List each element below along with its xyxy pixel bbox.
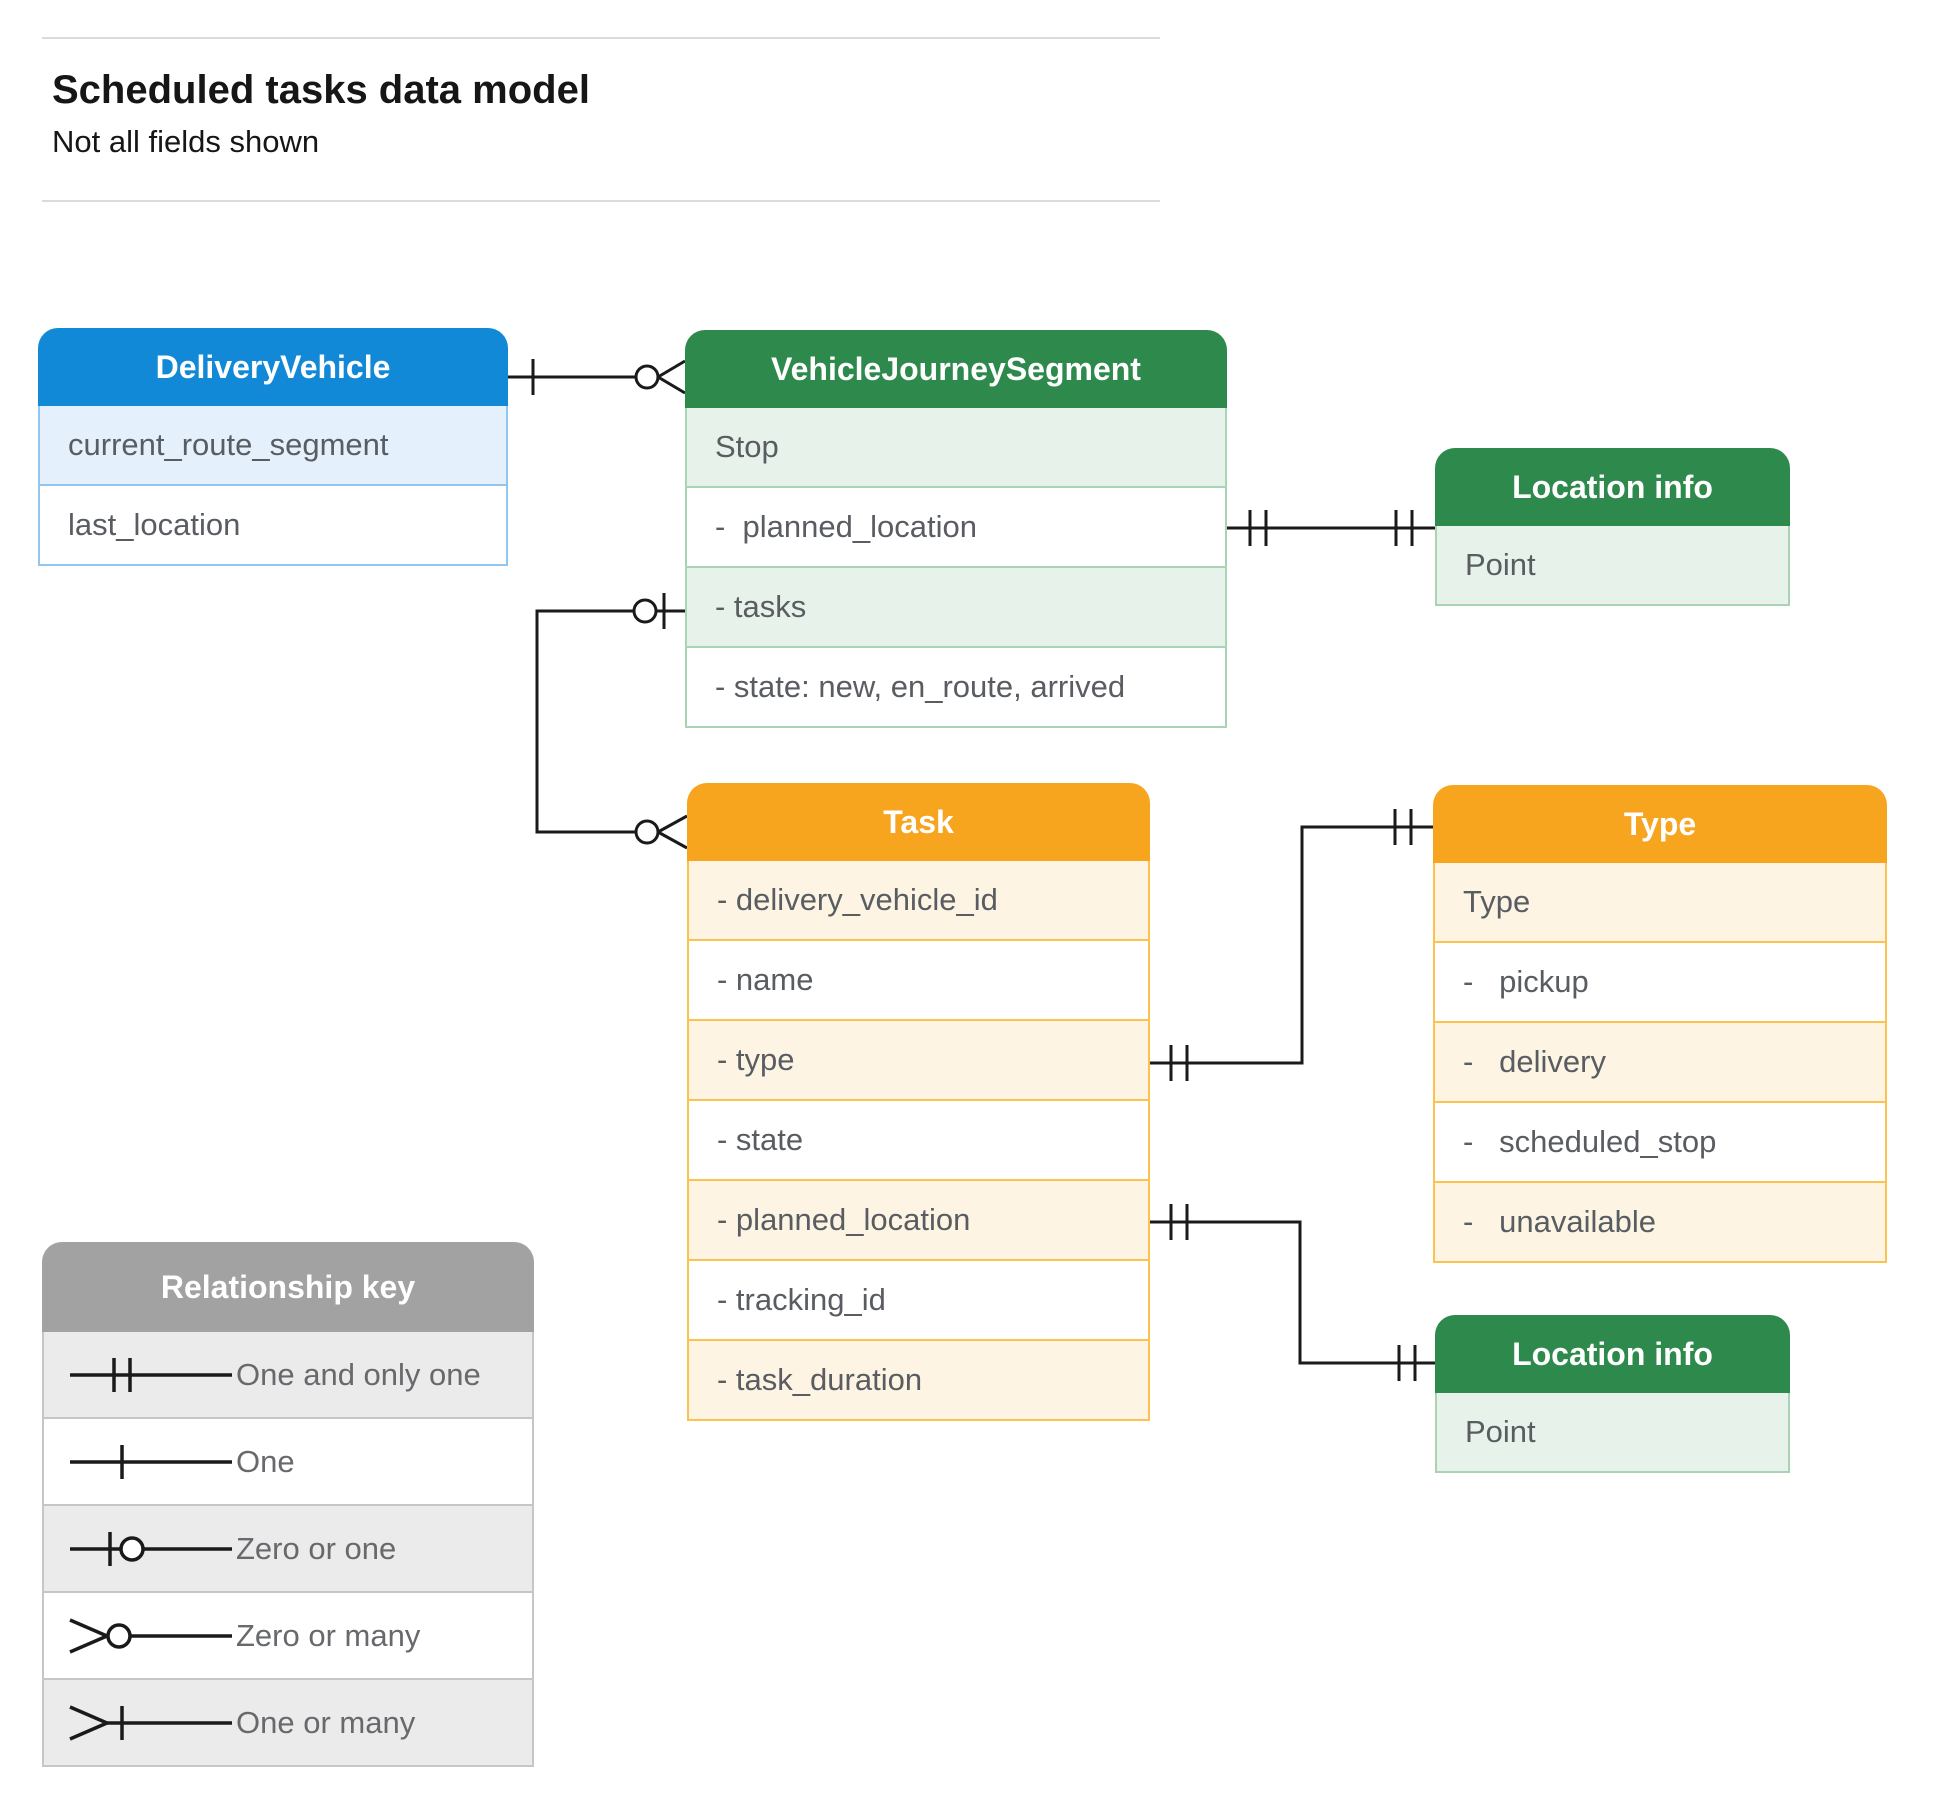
- legend-label: One and only one: [236, 1356, 481, 1392]
- task-row-state: - state: [689, 1099, 1148, 1179]
- type-row-scheduled-stop: - scheduled_stop: [1435, 1101, 1885, 1181]
- page-title: Scheduled tasks data model: [52, 68, 590, 112]
- legend-label: Zero or one: [236, 1530, 397, 1566]
- top-divider: [42, 37, 1160, 39]
- locationinfo-top-row-point: Point: [1437, 526, 1788, 604]
- legend-label: Zero or many: [236, 1617, 421, 1653]
- connector-deliveryvehicle-to-vehiclejourneysegment: [508, 359, 686, 395]
- task-row-planned-location: - planned_location: [689, 1179, 1148, 1259]
- bottom-divider: [42, 200, 1160, 202]
- relationship-key: Relationship key One and only one One: [42, 1242, 534, 1767]
- relationship-key-header: Relationship key: [42, 1242, 534, 1332]
- entity-task: Task - delivery_vehicle_id - name - type…: [687, 783, 1150, 1421]
- legend-item-one-and-only-one: One and only one: [44, 1332, 532, 1417]
- vjs-row-tasks: - tasks: [687, 566, 1225, 646]
- task-row-type: - type: [689, 1019, 1148, 1099]
- entity-vehicle-journey-segment: VehicleJourneySegment Stop - planned_loc…: [685, 330, 1227, 728]
- zero-or-many-symbol: [69, 1618, 232, 1654]
- page-subtitle: Not all fields shown: [52, 124, 320, 159]
- locationinfo-bottom-row-point: Point: [1437, 1393, 1788, 1471]
- entity-delivery-vehicle-header: DeliveryVehicle: [38, 328, 508, 406]
- entity-type-header: Type: [1433, 785, 1887, 863]
- zero-or-one-symbol: [70, 1532, 232, 1566]
- connector-task-type-to-type: [1150, 809, 1433, 1081]
- legend-item-zero-or-one: Zero or one: [44, 1504, 532, 1591]
- connector-vjs-tasks-to-task: [535, 593, 688, 850]
- entity-type: Type Type - pickup - delivery - schedule…: [1433, 785, 1887, 1263]
- vjs-row-state: - state: new, en_route, arrived: [687, 646, 1225, 726]
- entity-location-info-bottom: Location info Point: [1435, 1315, 1790, 1473]
- one-symbol: [70, 1445, 232, 1479]
- entity-delivery-vehicle: DeliveryVehicle current_route_segment la…: [38, 328, 508, 566]
- legend-item-one-or-many: One or many: [44, 1678, 532, 1765]
- entity-task-header: Task: [687, 783, 1150, 861]
- deliveryvehicle-row-current-route-segment: current_route_segment: [40, 406, 506, 484]
- connector-vjs-plannedlocation-to-locationinfo: [1227, 510, 1435, 546]
- type-row-unavailable: - unavailable: [1435, 1181, 1885, 1261]
- entity-location-info-top-header: Location info: [1435, 448, 1790, 526]
- legend-label: One: [236, 1443, 295, 1479]
- task-row-name: - name: [689, 939, 1148, 1019]
- connector-task-plannedlocation-to-locationinfo: [1150, 1204, 1435, 1381]
- one-or-many-symbol: [69, 1705, 232, 1741]
- task-row-delivery-vehicle-id: - delivery_vehicle_id: [689, 861, 1148, 939]
- deliveryvehicle-row-last-location: last_location: [40, 484, 506, 564]
- task-row-task-duration: - task_duration: [689, 1339, 1148, 1419]
- one-and-only-one-symbol: [70, 1358, 232, 1392]
- entity-vehicle-journey-segment-header: VehicleJourneySegment: [685, 330, 1227, 408]
- entity-location-info-bottom-header: Location info: [1435, 1315, 1790, 1393]
- legend-label: One or many: [236, 1704, 416, 1740]
- vjs-row-planned-location: - planned_location: [687, 486, 1225, 566]
- entity-location-info-top: Location info Point: [1435, 448, 1790, 606]
- type-row-delivery: - delivery: [1435, 1021, 1885, 1101]
- vjs-row-stop: Stop: [687, 408, 1225, 486]
- type-row-pickup: - pickup: [1435, 941, 1885, 1021]
- task-row-tracking-id: - tracking_id: [689, 1259, 1148, 1339]
- legend-item-zero-or-many: Zero or many: [44, 1591, 532, 1678]
- type-row-type: Type: [1435, 863, 1885, 941]
- legend-item-one: One: [44, 1417, 532, 1504]
